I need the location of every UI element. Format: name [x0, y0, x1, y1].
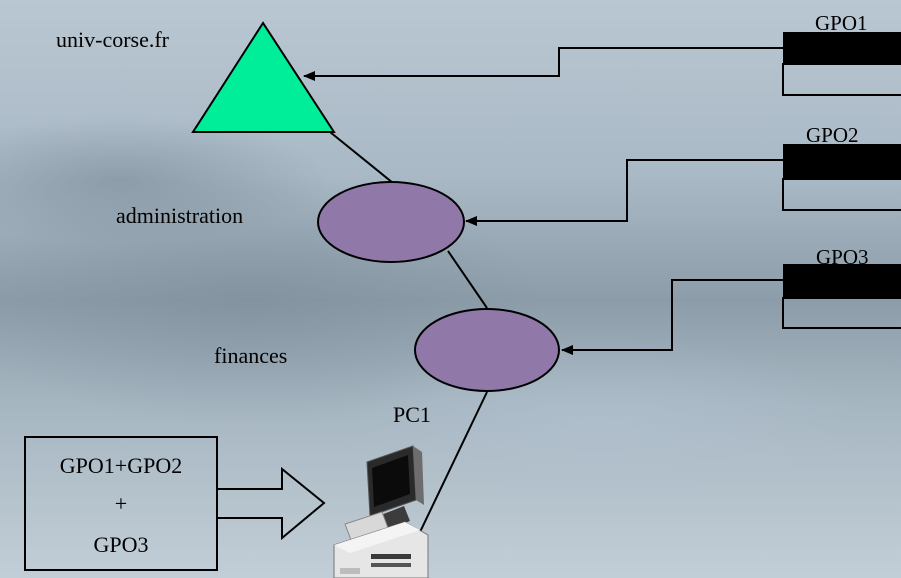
- gpo1-link-arrow: [303, 47, 783, 81]
- ou-finances-ellipse: [414, 308, 560, 392]
- gpo3-label: GPO3: [816, 245, 869, 269]
- result-line1: GPO1+GPO2: [60, 453, 182, 478]
- ou-finances-label: finances: [214, 343, 287, 368]
- result-line3: GPO3: [93, 532, 148, 557]
- computer-label: PC1: [393, 402, 431, 427]
- gpo3-block: GPO3: [782, 245, 901, 329]
- result-line2: +: [115, 491, 127, 516]
- link-admin-finances: [447, 250, 488, 309]
- gpo3-link-arrow: [561, 279, 783, 355]
- gpo2-block: GPO2: [782, 123, 901, 211]
- domain-triangle: [191, 21, 336, 133]
- ou-administration-label: administration: [116, 203, 243, 228]
- block-arrow-right: [217, 466, 326, 541]
- desktop-computer-icon: [333, 445, 429, 578]
- gpo2-label: GPO2: [806, 123, 859, 147]
- link-domain-admin: [329, 131, 394, 184]
- ou-administration-ellipse: [317, 181, 465, 263]
- gpo1-label: GPO1: [815, 11, 868, 35]
- gpo2-link-arrow: [465, 159, 783, 226]
- gpo1-block: GPO1: [782, 11, 901, 96]
- domain-label: univ-corse.fr: [56, 27, 170, 52]
- result-box: GPO1+GPO2 + GPO3: [24, 436, 218, 571]
